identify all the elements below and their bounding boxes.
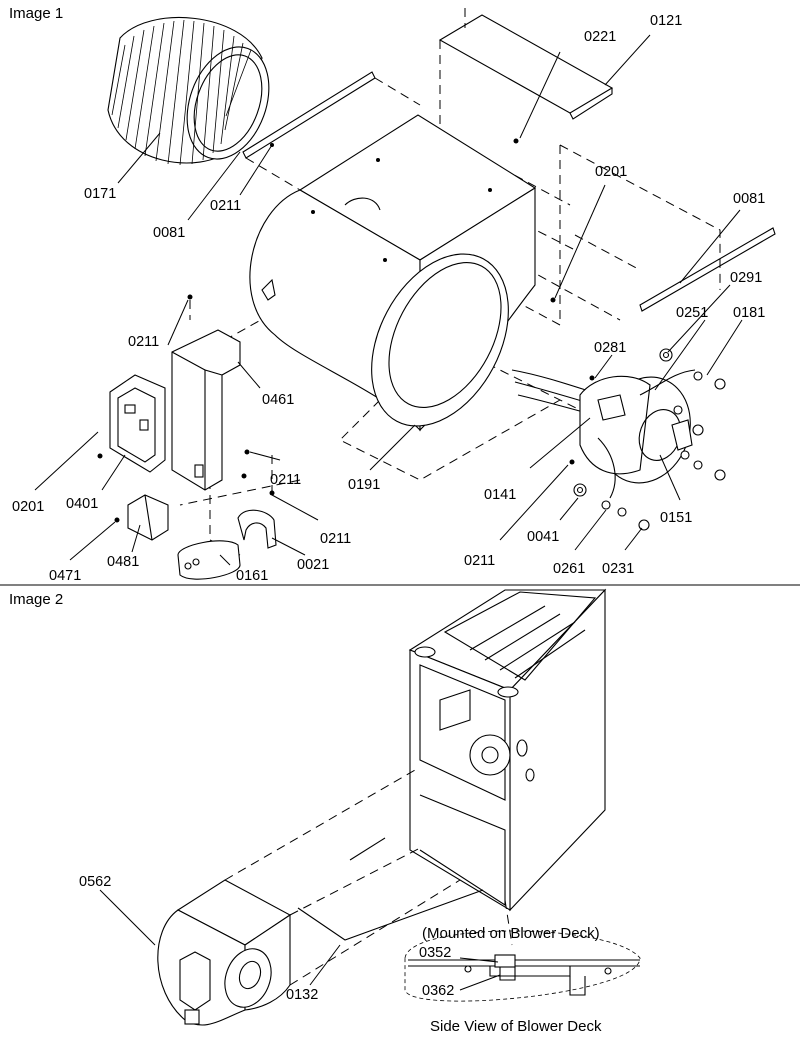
image2-leader-lines	[99, 889, 501, 991]
blower-bracket-right	[639, 227, 776, 312]
label-0041: 0041	[527, 529, 559, 545]
label-0221: 0221	[584, 29, 616, 45]
blower-motor	[511, 369, 696, 499]
label-0211-low: 0211	[320, 531, 351, 547]
label-0021: 0021	[297, 557, 329, 573]
label-0562: 0562	[79, 874, 111, 890]
label-0211-mid: 0211	[270, 472, 301, 488]
label-0201-right: 0201	[595, 164, 627, 180]
capacitor-strap	[237, 509, 277, 549]
label-0251: 0251	[676, 305, 708, 321]
label-0291: 0291	[730, 270, 762, 286]
label-0121: 0121	[650, 13, 682, 29]
fastener-hardware	[97, 138, 726, 531]
label-0461: 0461	[262, 392, 294, 408]
label-0281: 0281	[594, 340, 626, 356]
label-0171: 0171	[84, 186, 116, 202]
label-0401: 0401	[66, 496, 98, 512]
label-0161: 0161	[236, 568, 268, 584]
blower-housing	[249, 114, 537, 432]
image2-title: Image 2	[9, 591, 63, 608]
capacitor	[177, 540, 241, 580]
label-0352: 0352	[419, 945, 451, 961]
blower-wheel	[107, 16, 270, 166]
label-0081-left: 0081	[153, 225, 185, 241]
label-0201-left: 0201	[12, 499, 44, 515]
label-0231: 0231	[602, 561, 634, 577]
label-0081-right: 0081	[733, 191, 765, 207]
transformer	[127, 494, 169, 541]
label-0191: 0191	[348, 477, 380, 493]
image1-labels: 0171 0081 0211 0221 0121 0201 0081 0291 …	[12, 13, 765, 584]
label-0211-top: 0211	[210, 198, 241, 214]
mounted-on-blower-deck-note: (Mounted on Blower Deck)	[422, 925, 600, 942]
label-0151: 0151	[660, 510, 692, 526]
image2-labels: 0562 0132 (Mounted on Blower Deck) 0352 …	[79, 874, 602, 1035]
label-0211-motor: 0211	[464, 553, 495, 569]
label-0471: 0471	[49, 568, 81, 584]
image1-title: Image 1	[9, 5, 63, 22]
label-0141: 0141	[484, 487, 516, 503]
label-0481: 0481	[107, 554, 139, 570]
blower-deck-panel	[297, 889, 484, 941]
control-board	[109, 374, 166, 473]
image1-leader-lines	[34, 34, 743, 566]
label-0211-left: 0211	[128, 334, 159, 350]
side-view-caption: Side View of Blower Deck	[430, 1018, 602, 1035]
control-bracket	[171, 329, 241, 491]
furnace-cabinet	[408, 588, 607, 912]
label-0362: 0362	[422, 983, 454, 999]
image2-assembly-dash-lines	[224, 769, 513, 986]
label-0181: 0181	[733, 305, 765, 321]
label-0132: 0132	[286, 987, 318, 1003]
label-0261: 0261	[553, 561, 585, 577]
blower-deck-side-view	[404, 930, 641, 1002]
blower-assembly	[157, 879, 292, 1026]
